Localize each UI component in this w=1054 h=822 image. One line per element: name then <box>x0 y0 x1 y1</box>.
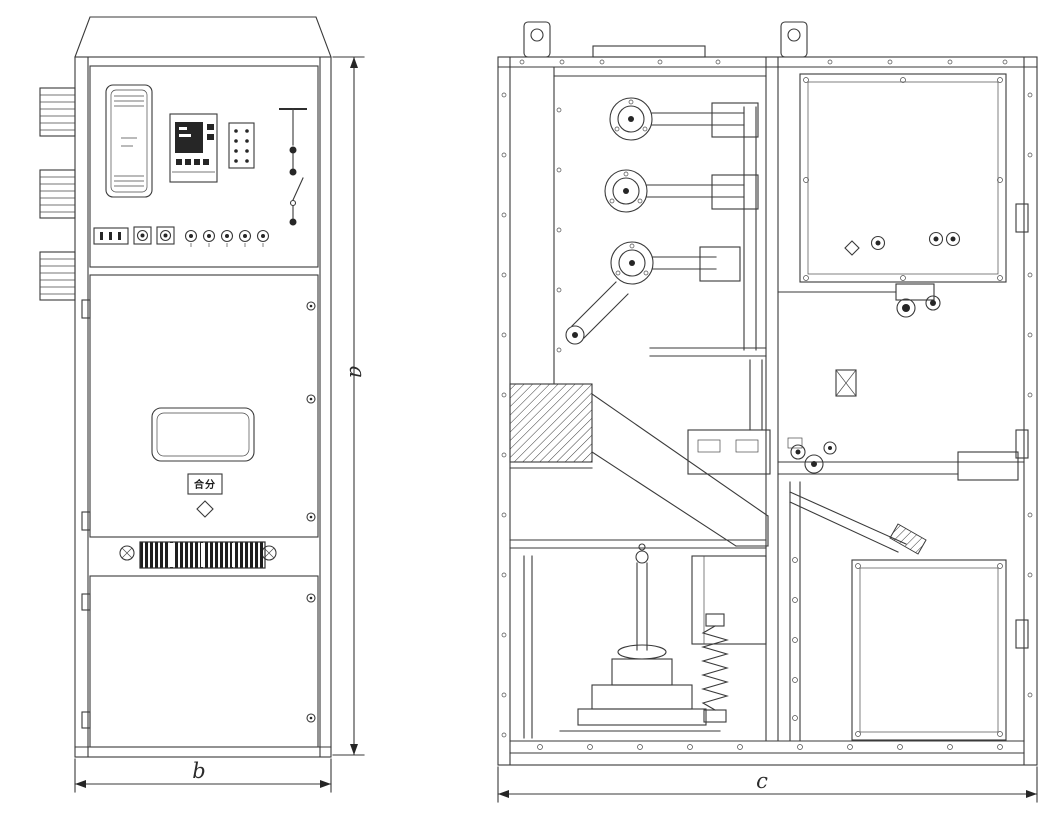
instrument-panel <box>89 65 319 268</box>
dimension-a: a <box>332 56 369 756</box>
middle-door[interactable]: 合分 <box>81 274 319 538</box>
actuator-rod <box>617 543 667 660</box>
dimension-c-label: c <box>756 769 768 793</box>
mid-divider <box>777 451 1025 481</box>
dimension-c: c <box>497 766 1038 803</box>
shutter-ramps <box>591 393 769 547</box>
post-insulator <box>604 169 648 213</box>
energy-counter <box>93 227 129 245</box>
door-hinges <box>81 299 91 531</box>
mechanism-box <box>559 658 721 732</box>
square-indicator-lamp[interactable] <box>156 226 175 245</box>
lifting-lug <box>516 21 560 58</box>
round-indicator-lamp[interactable] <box>202 229 216 248</box>
door-screws <box>306 593 316 723</box>
dimension-a-label: a <box>345 366 369 379</box>
contact-cluster <box>787 437 837 474</box>
front-view: 合分 <box>39 16 332 758</box>
bushing-plate-hatched <box>509 383 593 469</box>
ventilation-grille <box>139 541 266 569</box>
single-line-diagram <box>279 108 307 226</box>
round-indicator-lamp[interactable] <box>220 229 234 248</box>
contact-spout <box>687 359 771 475</box>
cabinet-top-frame <box>74 16 332 58</box>
diagonal-brace <box>789 491 907 553</box>
nameplate: 合分 <box>187 473 223 495</box>
post-insulator <box>609 97 653 141</box>
control-row <box>93 226 270 248</box>
side-section-view <box>497 21 1038 766</box>
terminal-fin-group <box>39 251 76 301</box>
round-indicator-lamp[interactable] <box>256 229 270 248</box>
closing-spring <box>701 613 729 723</box>
protection-relay <box>169 113 218 183</box>
round-indicator-lamp[interactable] <box>238 229 252 248</box>
right-wall-bolts <box>1027 92 1033 698</box>
rear-lower-panel <box>851 559 1007 741</box>
panel-fittings <box>844 231 961 256</box>
post-insulator <box>610 241 654 285</box>
rear-channel <box>789 481 801 741</box>
ct-bracket <box>777 283 941 318</box>
rear-compartment <box>777 73 1025 741</box>
ventilation-band <box>119 541 277 569</box>
breaker-compartment <box>509 539 767 739</box>
door-screws <box>306 301 316 522</box>
busbar-compartment <box>553 66 771 475</box>
small-fitting <box>835 369 857 397</box>
nameplate-text: 合分 <box>193 478 216 491</box>
lifting-lugs <box>516 21 817 58</box>
hatched-wedge <box>889 523 927 555</box>
door-hinges <box>81 593 91 729</box>
top-rail-bolts <box>519 59 1008 65</box>
bottom-door[interactable] <box>81 575 319 748</box>
dimension-b: b <box>74 758 332 793</box>
left-wall-bolts <box>501 92 507 738</box>
wall-bolts <box>501 59 1033 738</box>
terminal-fin-group <box>39 87 76 137</box>
rear-top-panel <box>799 73 1007 283</box>
bus-shelf <box>649 347 767 357</box>
cable-terminals-left <box>39 87 76 301</box>
base-rail <box>509 740 1025 754</box>
terminal-fin-group <box>39 169 76 219</box>
inspection-window <box>151 407 255 462</box>
lifting-lug <box>773 21 817 58</box>
round-indicator-lamp[interactable] <box>184 229 198 248</box>
angled-insulator <box>565 281 629 345</box>
dimension-b-label: b <box>192 759 205 783</box>
square-indicator-lamp[interactable] <box>133 226 152 245</box>
busbar-assembly <box>646 102 759 351</box>
indicator-strip <box>228 122 255 169</box>
panel-meter <box>105 84 153 198</box>
diamond-emblem <box>196 500 214 518</box>
fan-screw-symbol <box>119 545 135 561</box>
